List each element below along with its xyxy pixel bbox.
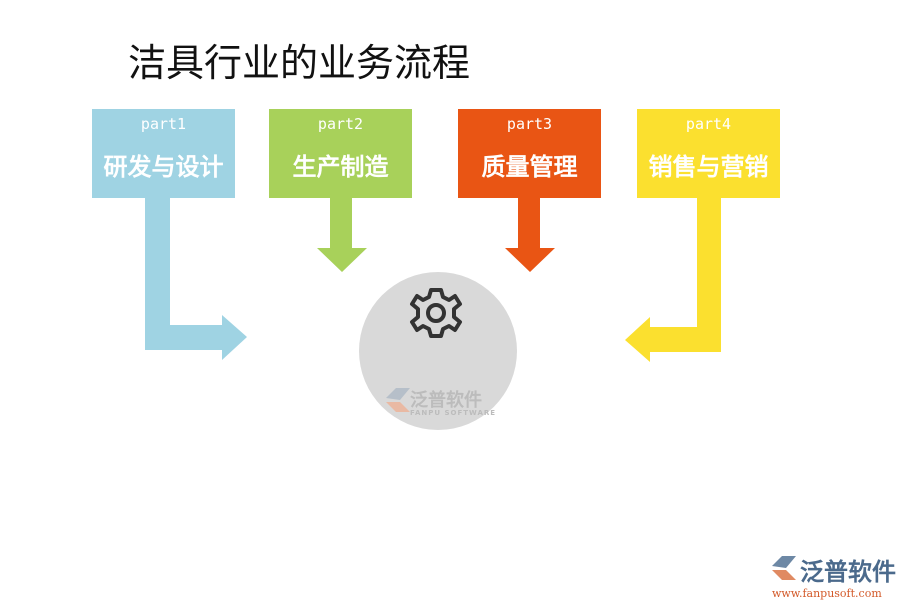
part-number: part1 xyxy=(140,115,187,133)
part-number: part2 xyxy=(317,115,364,133)
part1-box: part1 研发与设计 xyxy=(92,109,235,198)
logo-name: 泛普软件 xyxy=(800,558,896,586)
page-title: 洁具行业的业务流程 xyxy=(128,41,471,85)
watermark-sub: FANPU SOFTWARE xyxy=(410,409,497,417)
arrow-part2 xyxy=(317,198,367,272)
part3-box: part3 质量管理 xyxy=(458,109,601,198)
arrow-part1 xyxy=(145,198,247,360)
part-label: 销售与营销 xyxy=(648,152,769,181)
part-label: 研发与设计 xyxy=(103,152,224,181)
gear-icon xyxy=(410,288,462,338)
part-label: 生产制造 xyxy=(292,152,389,181)
arrow-part4 xyxy=(625,198,721,362)
part2-box: part2 生产制造 xyxy=(269,109,412,198)
arrow-part3 xyxy=(505,198,555,272)
part-number: part3 xyxy=(506,115,553,133)
part-label: 质量管理 xyxy=(481,152,578,181)
part4-box: part4 销售与营销 xyxy=(637,109,780,198)
watermark-logo-icon xyxy=(386,388,410,412)
watermark-name: 泛普软件 xyxy=(410,390,482,411)
logo-url: www.fanpusoft.com xyxy=(772,587,882,600)
footer-logo-icon xyxy=(772,556,796,580)
part-number: part4 xyxy=(685,115,732,133)
